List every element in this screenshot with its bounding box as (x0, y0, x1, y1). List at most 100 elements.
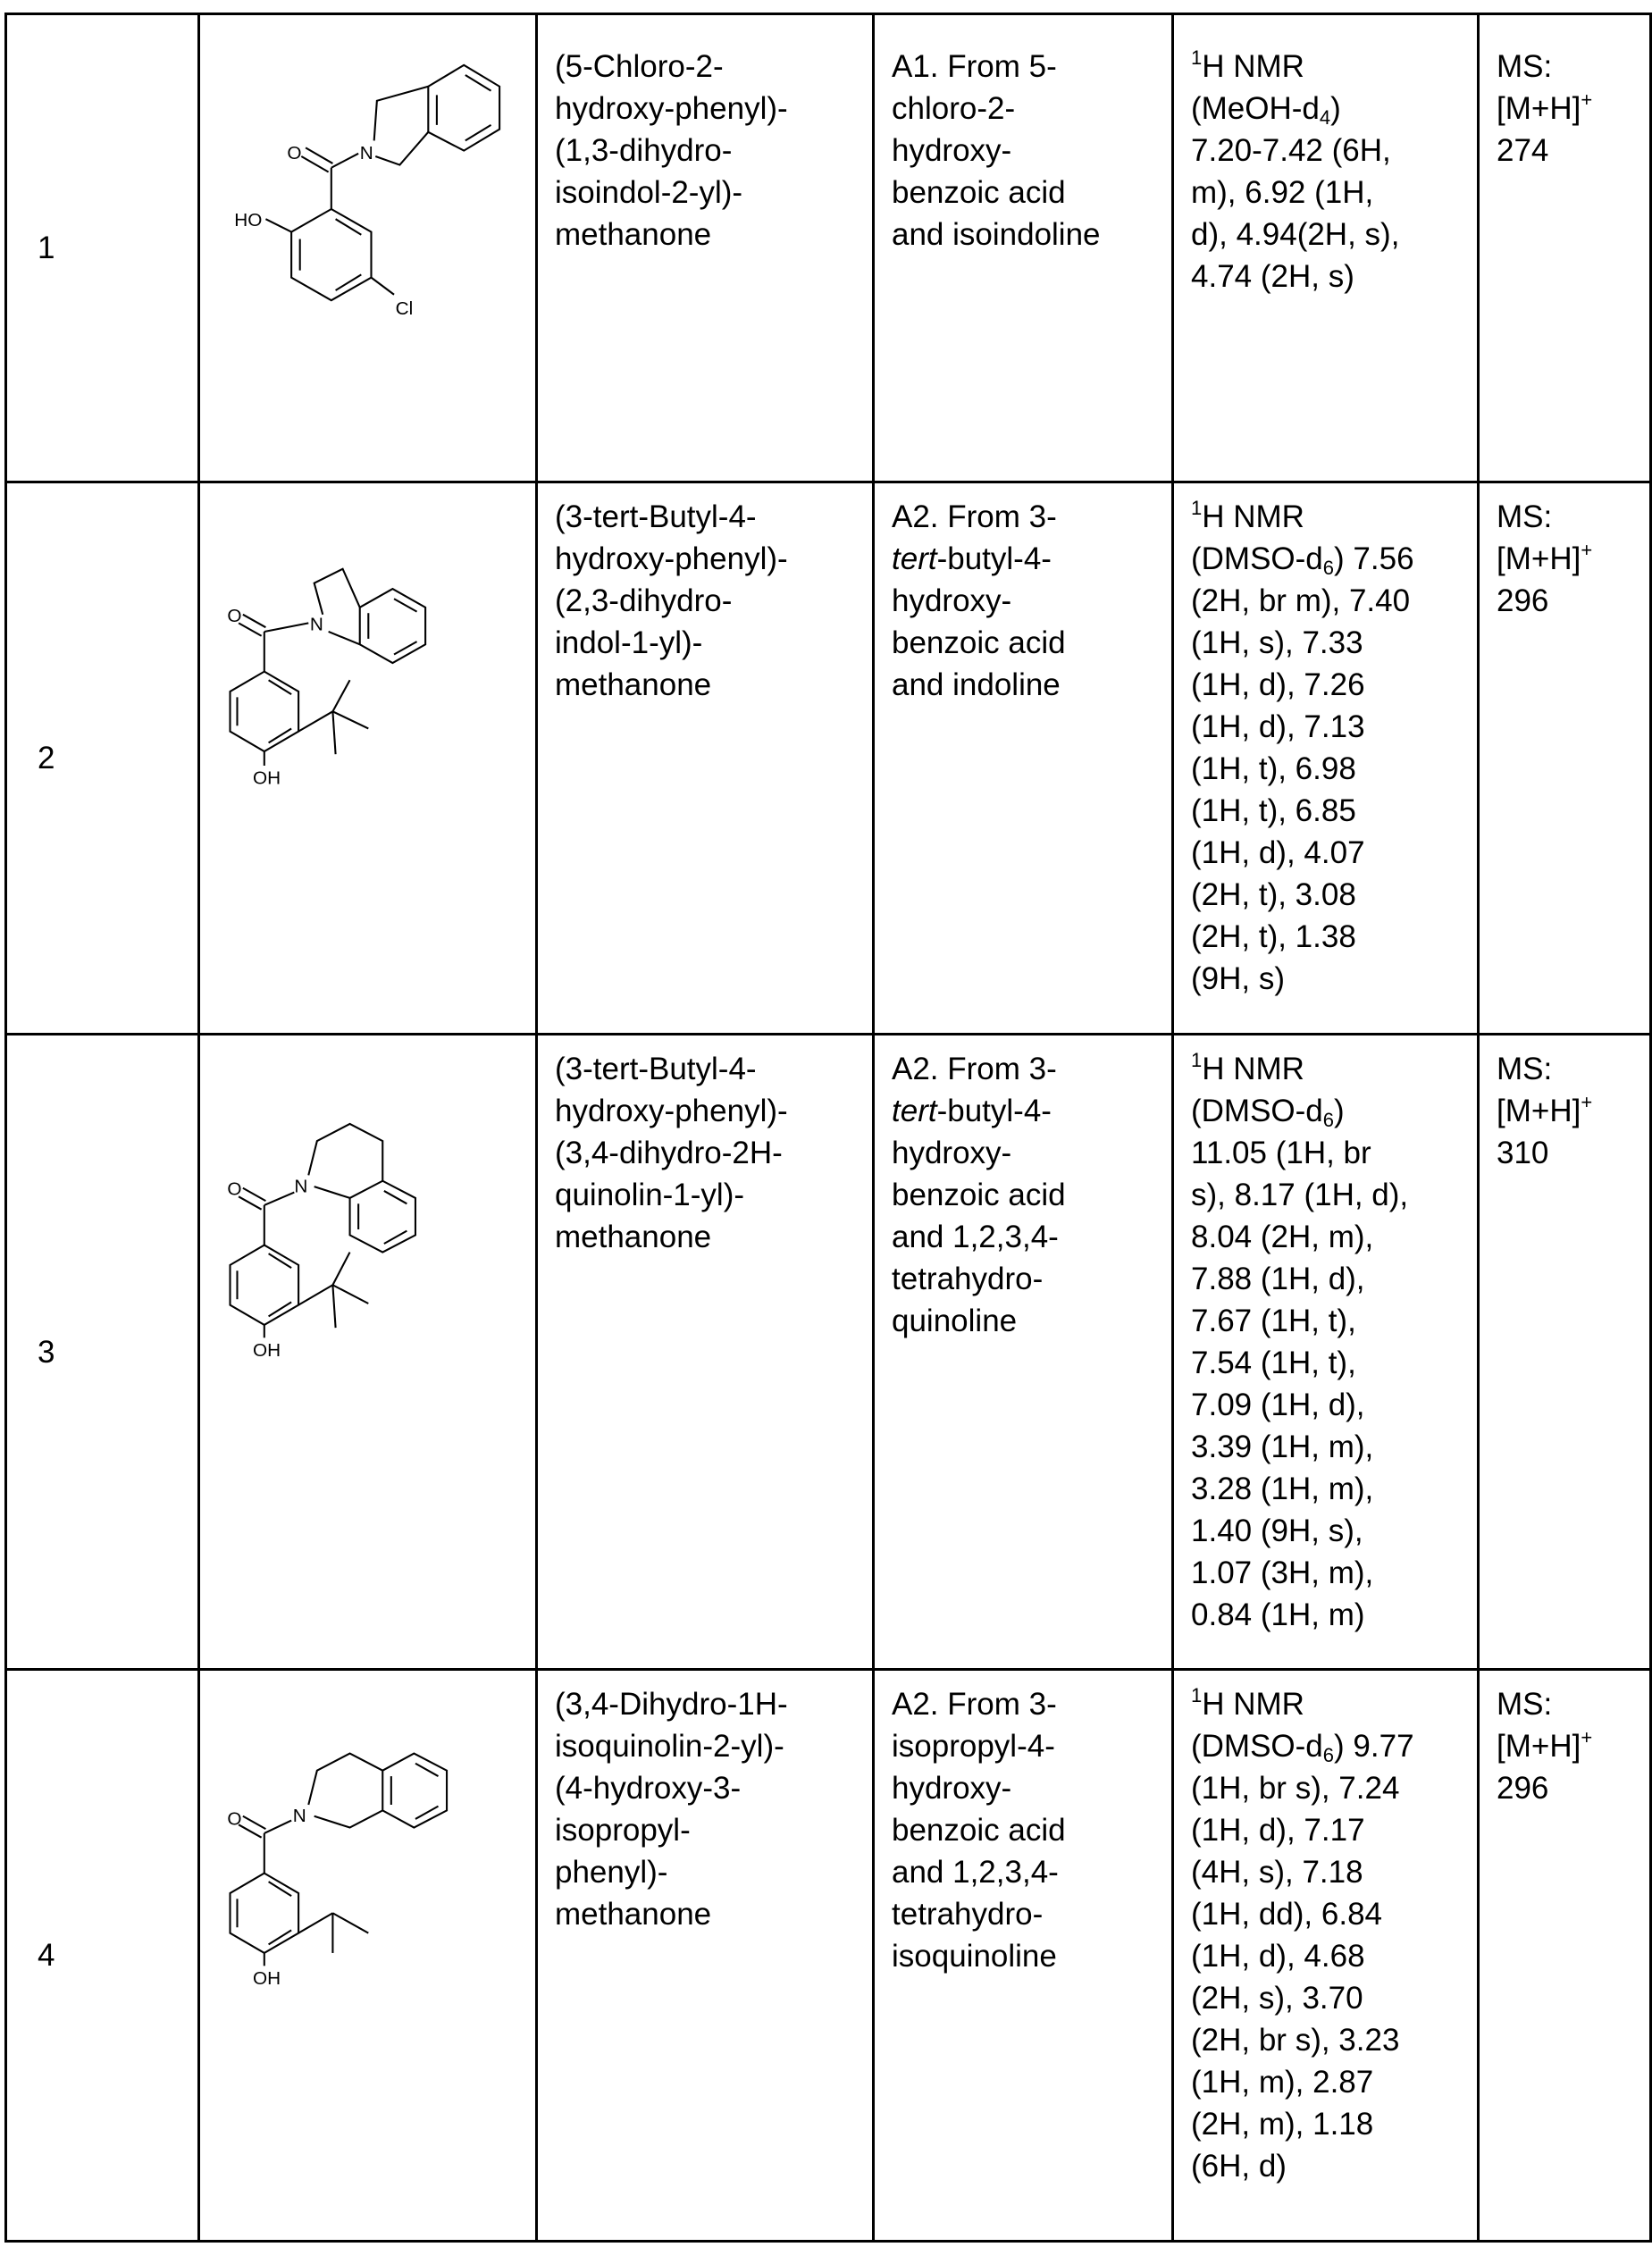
ms-ion-text: [M+H] (1497, 91, 1581, 126)
benzene-ring (360, 589, 425, 663)
nmr-line: (2H, s), 3.70 (1191, 1977, 1477, 2019)
nmr-text: (2H, t), 1.38 (1191, 919, 1356, 954)
benzene-ring (428, 65, 499, 151)
method-line: benzoic acid (892, 172, 1171, 214)
nmr-line: m), 6.92 (1H, (1191, 172, 1477, 214)
nmr-line: (2H, br m), 7.40 (1191, 580, 1477, 622)
nmr-text: 1 (1191, 497, 1202, 519)
atom-label: OH (253, 1968, 281, 1989)
nmr-line: 8.04 (2H, m), (1191, 1216, 1477, 1258)
structure-drawing-2: O N OH (200, 483, 535, 1033)
nmr-line: 11.05 (1H, br (1191, 1132, 1477, 1174)
nmr-text: ) 7.56 (1334, 541, 1414, 576)
nmr-text: (1H, m), 2.87 (1191, 2065, 1373, 2100)
nmr-line: 4.74 (2H, s) (1191, 256, 1477, 298)
phenol-ring (231, 1245, 299, 1325)
ms-label: MS: (1497, 1048, 1649, 1090)
nmr-line: (1H, dd), 6.84 (1191, 1893, 1477, 1935)
method-text: tert (892, 541, 937, 576)
nmr-text: (1H, d), 7.26 (1191, 667, 1365, 702)
nmr-text: (1H, d), 4.07 (1191, 835, 1365, 870)
ms-value: 310 (1497, 1132, 1649, 1174)
method-text: tert (892, 1094, 937, 1128)
compound-name: (5-Chloro-2-hydroxy-phenyl)-(1,3-dihydro… (537, 14, 874, 482)
name-line: (3-tert-Butyl-4- (555, 1048, 872, 1090)
nmr-text: (4H, s), 7.18 (1191, 1855, 1363, 1890)
nmr-line: 1H NMR (1191, 46, 1477, 88)
nmr-text: (2H, br s), 3.23 (1191, 2023, 1399, 2058)
name-line: isoindol-2-yl)- (555, 172, 872, 214)
method-text: and indoline (892, 667, 1061, 702)
synthesis-method: A2. From 3-isopropyl-4-hydroxy-benzoic a… (874, 1670, 1173, 2242)
name-line: (3,4-Dihydro-1H- (555, 1683, 872, 1725)
name-line: isoquinolin-2-yl)- (555, 1725, 872, 1767)
ms-value: 296 (1497, 1767, 1649, 1809)
nmr-text: (1H, d), 7.17 (1191, 1813, 1365, 1848)
nmr-text: 1 (1191, 46, 1202, 69)
method-line: chloro-2- (892, 88, 1171, 130)
nmr-text: 7.20-7.42 (6H, (1191, 133, 1391, 168)
method-line: A2. From 3- (892, 1048, 1171, 1090)
nmr-line: 7.20-7.42 (6H, (1191, 130, 1477, 172)
method-line: A1. From 5- (892, 46, 1171, 88)
table-row: 1 O N HO Cl (6, 14, 1651, 482)
synthesis-method: A1. From 5-chloro-2- hydroxy-benzoic acid… (874, 14, 1173, 482)
name-line: hydroxy-phenyl)- (555, 1090, 872, 1132)
method-text: tetrahydro- (892, 1897, 1043, 1932)
nmr-text: ) (1334, 1094, 1345, 1128)
name-line: (1,3-dihydro- (555, 130, 872, 172)
name-line: indol-1-yl)- (555, 622, 872, 664)
method-text: chloro-2- (892, 91, 1015, 126)
nmr-line: 1.07 (3H, m), (1191, 1552, 1477, 1594)
chemical-structure: O N HO Cl (199, 14, 537, 482)
method-line: and indoline (892, 664, 1171, 706)
method-text: A2. From 3- (892, 499, 1057, 534)
nmr-line: (6H, d) (1191, 2145, 1477, 2187)
synthesis-method: A2. From 3-tert-butyl-4-hydroxy-benzoic … (874, 1035, 1173, 1670)
nmr-text: 8.04 (2H, m), (1191, 1220, 1373, 1254)
structure-drawing-1: O N HO Cl (200, 15, 535, 481)
nmr-text: (1H, br s), 7.24 (1191, 1771, 1399, 1806)
nmr-line: (4H, s), 7.18 (1191, 1851, 1477, 1893)
atom-label: N (293, 1806, 306, 1826)
nmr-text: (DMSO-d (1191, 1729, 1323, 1764)
nmr-text: (2H, m), 1.18 (1191, 2107, 1373, 2142)
name-line: (2,3-dihydro- (555, 580, 872, 622)
method-line: benzoic acid (892, 1809, 1171, 1851)
nmr-line: 7.54 (1H, t), (1191, 1342, 1477, 1384)
atom-label: OH (253, 768, 281, 789)
atom-label: O (227, 1179, 241, 1200)
table-row: 2 O N OH (3-tert-Butyl (6, 482, 1651, 1035)
nmr-text: H NMR (1202, 499, 1304, 534)
nmr-text: 1 (1191, 1684, 1202, 1706)
ms-data: MS:[M+H]+310 (1479, 1035, 1651, 1670)
nmr-text: 6 (1323, 557, 1334, 579)
method-line: hydroxy- (892, 130, 1171, 172)
ms-data: MS:[M+H]+296 (1479, 1670, 1651, 2242)
chemical-structure: O N OH (199, 1035, 537, 1670)
ms-ion-text: [M+H] (1497, 541, 1581, 576)
nmr-data: 1H NMR(MeOH-d4)7.20-7.42 (6H,m), 6.92 (1… (1173, 14, 1479, 482)
nmr-line: 7.67 (1H, t), (1191, 1300, 1477, 1342)
compound-name: (3-tert-Butyl-4-hydroxy-phenyl)-(2,3-dih… (537, 482, 874, 1035)
compound-number: 4 (6, 1670, 199, 2242)
method-line: hydroxy- (892, 580, 1171, 622)
method-line: hydroxy- (892, 1767, 1171, 1809)
benzene-ring (382, 1754, 447, 1828)
nmr-line: (2H, t), 3.08 (1191, 874, 1477, 916)
nmr-line: 3.39 (1H, m), (1191, 1426, 1477, 1468)
synthesis-method: A2. From 3-tert-butyl-4-hydroxy-benzoic … (874, 482, 1173, 1035)
method-text: and 1,2,3,4- (892, 1855, 1059, 1890)
method-text: A2. From 3- (892, 1052, 1057, 1086)
nmr-text: H NMR (1202, 1052, 1304, 1086)
nmr-data: 1H NMR(DMSO-d6) 7.56(2H, br m), 7.40(1H,… (1173, 482, 1479, 1035)
ms-ion-text: [M+H] (1497, 1729, 1581, 1764)
method-text: hydroxy- (892, 133, 1011, 168)
nmr-line: (1H, t), 6.85 (1191, 790, 1477, 832)
nmr-text: 7.67 (1H, t), (1191, 1304, 1356, 1338)
nmr-line: (DMSO-d6) 9.77 (1191, 1725, 1477, 1767)
compound-name: (3,4-Dihydro-1H-isoquinolin-2-yl)-(4-hyd… (537, 1670, 874, 2242)
nmr-line: (2H, t), 1.38 (1191, 916, 1477, 958)
nmr-text: 11.05 (1H, br (1191, 1136, 1371, 1170)
table-row: 3 O N OH (3-tert-Butyl (6, 1035, 1651, 1670)
